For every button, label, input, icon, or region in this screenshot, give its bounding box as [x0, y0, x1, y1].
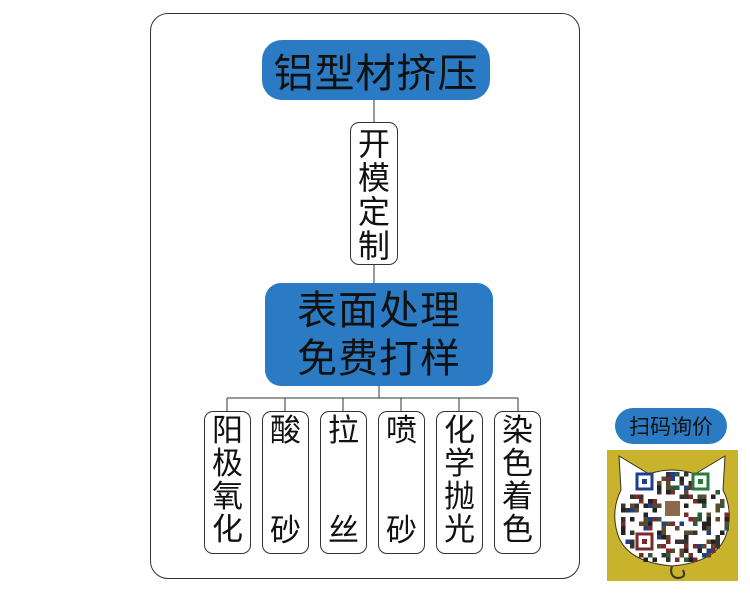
- treatment-dyeing: 染 色 着 色: [494, 411, 541, 554]
- treatment-char: 极: [212, 446, 243, 482]
- surface-treatment-node: 表面处理 免费打样: [265, 283, 493, 386]
- treatment-char: 拉: [328, 413, 359, 449]
- treatment-char: 氧: [212, 479, 243, 515]
- treatment-char: 色: [502, 446, 533, 482]
- treatment-char: 抛: [444, 479, 475, 515]
- title-node: 铝型材挤压: [262, 40, 490, 100]
- treatment-acid-sand: 酸 砂: [262, 411, 309, 554]
- treatment-chemical-polish: 化 学 抛 光: [436, 411, 483, 554]
- title-label: 铝型材挤压: [273, 51, 479, 97]
- treatment-char: 学: [444, 446, 475, 482]
- surface-line-1: 表面处理: [297, 287, 461, 334]
- mold-char: 定: [357, 193, 390, 231]
- treatment-char: 砂: [386, 513, 417, 549]
- treatment-char: 砂: [270, 513, 301, 549]
- treatment-char: 着: [502, 479, 533, 515]
- mold-char: 制: [357, 227, 390, 265]
- qr-label: 扫码询价: [629, 415, 713, 439]
- mold-char: 模: [357, 159, 390, 197]
- treatment-char: 色: [502, 512, 533, 548]
- treatment-char: 酸: [270, 413, 301, 449]
- mold-customization-node: 开 模 定 制: [350, 122, 398, 265]
- treatment-brushing: 拉 丝: [320, 411, 367, 554]
- diagram-frame: [150, 13, 580, 579]
- treatment-char: 喷: [386, 413, 417, 449]
- surface-line-2: 免费打样: [297, 335, 461, 382]
- mold-char: 开: [357, 125, 390, 163]
- treatment-char: 丝: [328, 513, 359, 549]
- treatment-char: 光: [444, 512, 475, 548]
- cat-qr-code-icon[interactable]: [607, 450, 738, 581]
- treatment-anodizing: 阳 极 氧 化: [204, 411, 251, 554]
- treatment-char: 化: [212, 512, 243, 548]
- scan-for-quote-badge: 扫码询价: [615, 408, 727, 444]
- treatment-sandblasting: 喷 砂: [378, 411, 425, 554]
- treatment-char: 阳: [212, 413, 243, 449]
- treatment-char: 染: [502, 413, 533, 449]
- treatment-char: 化: [444, 413, 475, 449]
